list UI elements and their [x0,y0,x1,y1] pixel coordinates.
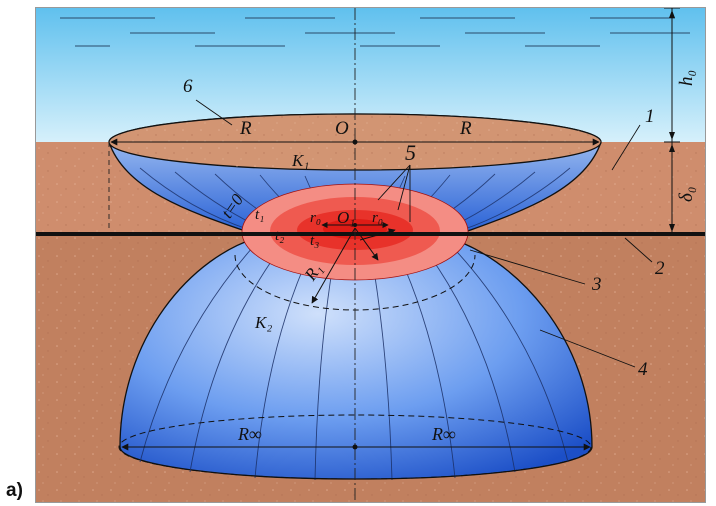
label-5: 5 [405,140,416,165]
water-wave-lines [60,17,690,47]
label-r0-right: r₀ [372,210,383,226]
label-R-left: R [239,118,252,139]
label-t3: t₃ [310,233,319,249]
label-Rinf-left: R∞ [237,424,262,444]
label-1: 1 [645,106,655,127]
label-h0: h₀ [676,70,697,86]
label-Rinf-right: R∞ [431,424,456,444]
label-3: 3 [591,274,602,295]
label-delta0: δ₀ [676,187,697,202]
r1-arrow [311,227,356,304]
label-4: 4 [638,359,648,380]
label-r0-left: r₀ [310,210,321,226]
label-O1: O₁ [337,208,355,227]
figure-frame [35,7,706,503]
label-O: O [335,118,349,139]
label-2: 2 [655,258,665,279]
label-6: 6 [183,76,193,97]
label-t2: t₂ [275,228,284,244]
label-K2: K₂ [254,313,272,332]
label-R-right: R [459,118,472,139]
leader-lines [195,99,653,368]
label-K1: K₁ [291,151,309,170]
panel-label: a) [6,480,23,501]
label-t1: t₁ [255,207,264,223]
